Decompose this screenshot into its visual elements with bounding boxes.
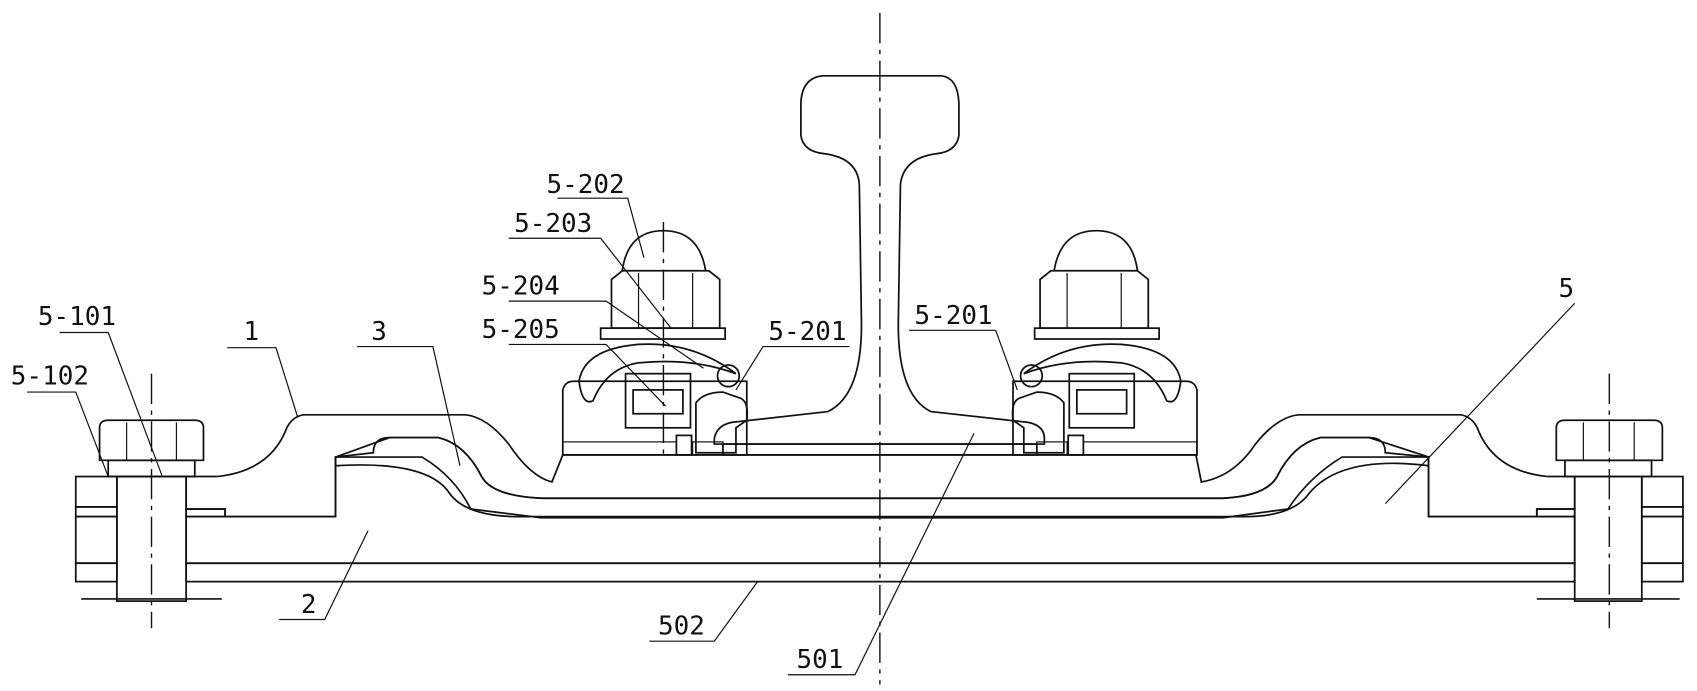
- anchor-bolt-right: [1537, 374, 1680, 629]
- anchor-bolt-left: [81, 374, 222, 629]
- label-501: 501: [797, 645, 844, 675]
- label-1: 1: [244, 317, 260, 347]
- elastic-pad-3: [336, 438, 1429, 517]
- label-5-205: 5-205: [482, 315, 560, 345]
- label-5-201-right: 5-201: [915, 301, 993, 331]
- label-5: 5: [1558, 274, 1574, 304]
- label-5-204: 5-204: [482, 272, 560, 302]
- label-5-102: 5-102: [11, 361, 89, 391]
- label-5-101: 5-101: [38, 302, 116, 332]
- fastener-left: [563, 222, 747, 455]
- leader-lines: [27, 198, 1575, 675]
- label-5-203: 5-203: [514, 209, 592, 239]
- label-5-201-left: 5-201: [768, 317, 846, 347]
- label-502: 502: [658, 612, 705, 642]
- label-2: 2: [301, 590, 317, 620]
- label-3: 3: [371, 317, 387, 347]
- label-5-202: 5-202: [547, 170, 625, 200]
- fastener-right: [1013, 231, 1197, 455]
